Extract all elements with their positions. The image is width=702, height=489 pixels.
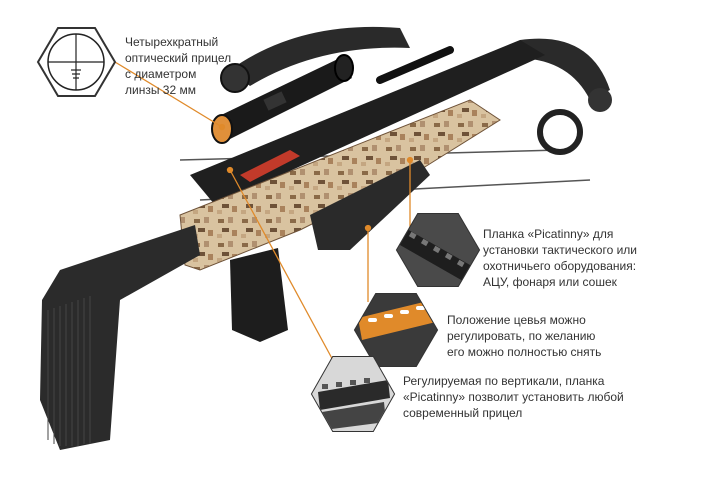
right-cam bbox=[537, 109, 583, 155]
callout-picatinny: Планка «Picatinny» для установки тактиче… bbox=[483, 226, 688, 290]
riser-rail-detail bbox=[310, 356, 396, 432]
upper-cam bbox=[220, 63, 250, 93]
callout-riser-line: «Picatinny» позволит установить любой bbox=[403, 390, 624, 404]
pistol-grip bbox=[230, 248, 288, 342]
butt-stock-ribs bbox=[47, 296, 91, 446]
callout-foregrip-line: его можно полностью снять bbox=[447, 345, 602, 359]
callout-picatinny-line: АЦУ, фонаря или сошек bbox=[483, 275, 617, 289]
foregrip bbox=[310, 160, 430, 250]
bolt-fletching bbox=[240, 150, 300, 182]
callout-riser-line: Регулируемая по вертикали, планка bbox=[403, 374, 605, 388]
right-cam-hub bbox=[588, 88, 612, 112]
callout-picatinny-line: охотничьего оборудования: bbox=[483, 259, 637, 273]
picatinny-rail-detail bbox=[395, 213, 481, 287]
callout-foregrip: Положение цевья можно регулировать, по ж… bbox=[447, 312, 657, 360]
leader-riser bbox=[229, 169, 336, 365]
butt-stock bbox=[40, 225, 200, 450]
leader-scope-dot bbox=[218, 123, 226, 131]
scope-objective bbox=[334, 54, 354, 82]
crossbow-illustration bbox=[40, 26, 612, 450]
foregrip-detail bbox=[353, 293, 439, 367]
callout-foregrip-line: регулировать, по желанию bbox=[447, 329, 596, 343]
scope-reticle-icon bbox=[36, 27, 117, 97]
callout-scope-line: оптический прицел bbox=[125, 51, 232, 65]
callout-foregrip-line: Положение цевья можно bbox=[447, 313, 586, 327]
leader-foregrip-dot bbox=[364, 224, 372, 232]
callout-riser: Регулируемая по вертикали, планка «Picat… bbox=[403, 373, 638, 421]
leader-picatinny-dot bbox=[406, 156, 414, 164]
callout-picatinny-line: установки тактического или bbox=[483, 243, 637, 257]
callout-scope-line: с диаметром bbox=[125, 67, 197, 81]
callout-scope-line: Четырехкратный bbox=[125, 35, 219, 49]
callout-picatinny-line: Планка «Picatinny» для bbox=[483, 227, 614, 241]
leader-riser-dot bbox=[226, 166, 234, 174]
callout-scope-line: линзы 32 мм bbox=[125, 83, 196, 97]
callout-scope: Четырехкратный оптический прицел с диаме… bbox=[125, 34, 245, 98]
callout-riser-line: современный прицел bbox=[403, 406, 523, 420]
upper-limb bbox=[230, 26, 410, 86]
quiver-bolt bbox=[376, 46, 454, 84]
leader-lines bbox=[114, 61, 414, 365]
leader-scope bbox=[114, 61, 223, 128]
